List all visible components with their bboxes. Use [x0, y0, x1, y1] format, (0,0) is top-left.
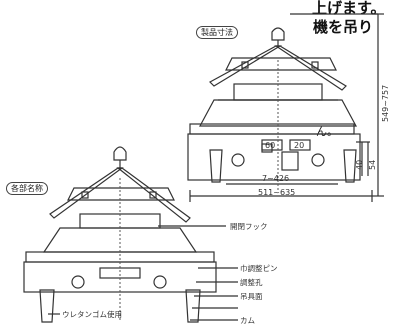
part-label-width-pin: 巾調整ピン: [240, 264, 278, 273]
part-names-drawing: [23, 146, 238, 323]
total-width-label: 511~635: [258, 188, 296, 197]
width-60-label: 60: [265, 141, 276, 150]
height-range-label: 549~757: [381, 84, 390, 122]
part-label-clamp-face: 吊具面: [240, 292, 263, 301]
intro-line-2: 機を吊り: [313, 18, 374, 36]
height-40-label: 40: [355, 159, 364, 170]
height-54-label: 54: [368, 159, 377, 170]
intro-line-1: 上げます。: [312, 0, 386, 17]
part-label-urethane: ウレタンゴム使用: [62, 310, 122, 319]
width-20-label: 20: [294, 141, 305, 150]
intro-line-3: ん。: [316, 125, 338, 138]
part-names-badge: 各部名称: [6, 182, 48, 195]
adjust-range-label: 7~426: [262, 174, 290, 183]
part-label-adjust-hole: 調整孔: [240, 278, 263, 287]
part-label-hook: 開閉フック: [230, 222, 268, 231]
part-label-cam: カム: [240, 316, 255, 325]
product-dims-badge: 製品寸法: [196, 26, 238, 39]
